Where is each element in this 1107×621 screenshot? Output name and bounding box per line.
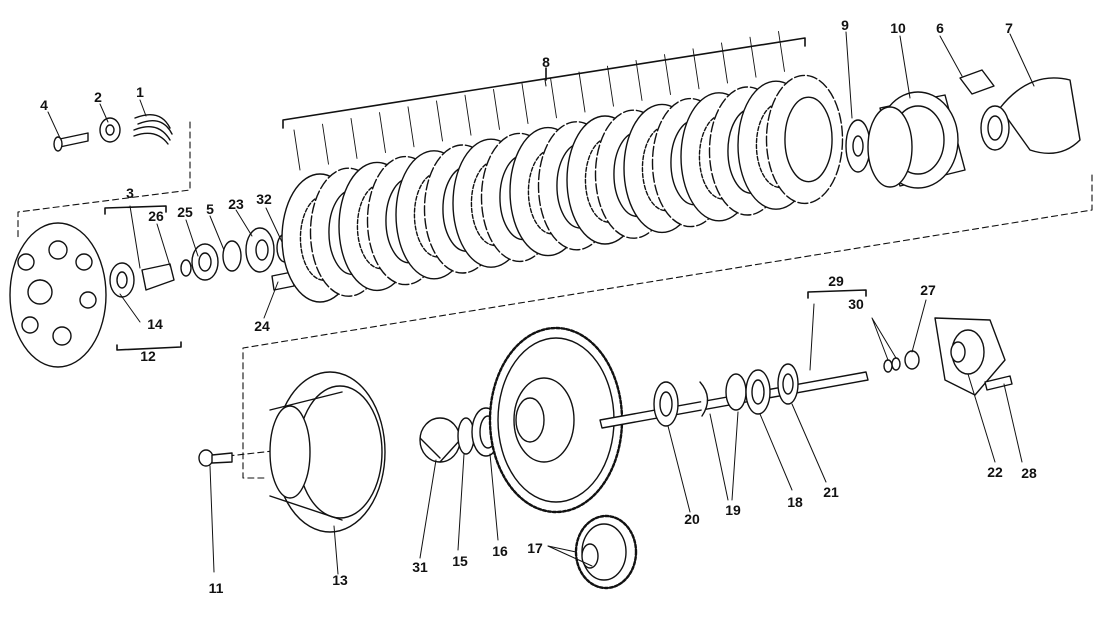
callout-3: 3 [126, 185, 134, 201]
callout-8: 8 [542, 54, 550, 70]
callout-11: 11 [208, 580, 224, 596]
plate-leader [521, 83, 529, 125]
callout-14: 14 [147, 316, 163, 332]
callout-9: 9 [841, 17, 849, 33]
plate-leader [436, 100, 443, 142]
callout-21: 21 [823, 484, 839, 500]
plate-leader [322, 123, 329, 165]
callout-7: 7 [1005, 20, 1013, 36]
plate-leader [464, 94, 472, 136]
callout-4: 4 [40, 97, 48, 113]
left-small-parts [109, 227, 295, 298]
plate-leader [379, 112, 386, 154]
callout-30: 30 [848, 296, 864, 312]
callout-2: 2 [94, 89, 102, 105]
lower-assembly [198, 317, 1013, 590]
callout-23: 23 [228, 196, 244, 212]
plate-leader [407, 106, 415, 148]
callout-25: 25 [177, 204, 193, 220]
clutch-hub [845, 69, 1081, 189]
callout-1: 1 [136, 84, 144, 100]
plate-leader [749, 36, 757, 78]
plate-leader [607, 65, 614, 107]
callout-19: 19 [725, 502, 741, 518]
callout-22: 22 [987, 464, 1003, 480]
callout-28: 28 [1021, 465, 1037, 481]
leader-lines [47, 31, 1035, 575]
callout-6: 6 [936, 20, 944, 36]
clutch-plate-stack [281, 30, 844, 303]
callout-26: 26 [148, 208, 164, 224]
plate-leader [635, 59, 643, 101]
plate-leader [692, 48, 700, 90]
callout-16: 16 [492, 543, 508, 559]
clutch-plate-inner [784, 96, 833, 183]
callout-17: 17 [527, 540, 543, 556]
callout-5: 5 [206, 201, 214, 217]
callout-20: 20 [684, 511, 700, 527]
plate-leader [578, 71, 586, 113]
callout-27: 27 [920, 282, 936, 298]
callout-13: 13 [332, 572, 348, 588]
callout-29: 29 [828, 273, 844, 289]
callout-12: 12 [140, 348, 156, 364]
plate-leader [550, 77, 557, 119]
cover-plate [9, 222, 107, 368]
plate-leader [293, 129, 301, 171]
top-left-parts [53, 114, 173, 152]
plate-leader [664, 54, 671, 96]
callout-32: 32 [256, 191, 272, 207]
callout-31: 31 [412, 559, 428, 575]
group-brackets [104, 37, 867, 351]
callout-15: 15 [452, 553, 468, 569]
plate-leader [493, 88, 500, 130]
callout-18: 18 [787, 494, 803, 510]
plate-leader [778, 30, 785, 72]
plate-leader [350, 117, 358, 159]
callout-24: 24 [254, 318, 270, 334]
plate-leader [721, 42, 728, 84]
callout-10: 10 [890, 20, 906, 36]
